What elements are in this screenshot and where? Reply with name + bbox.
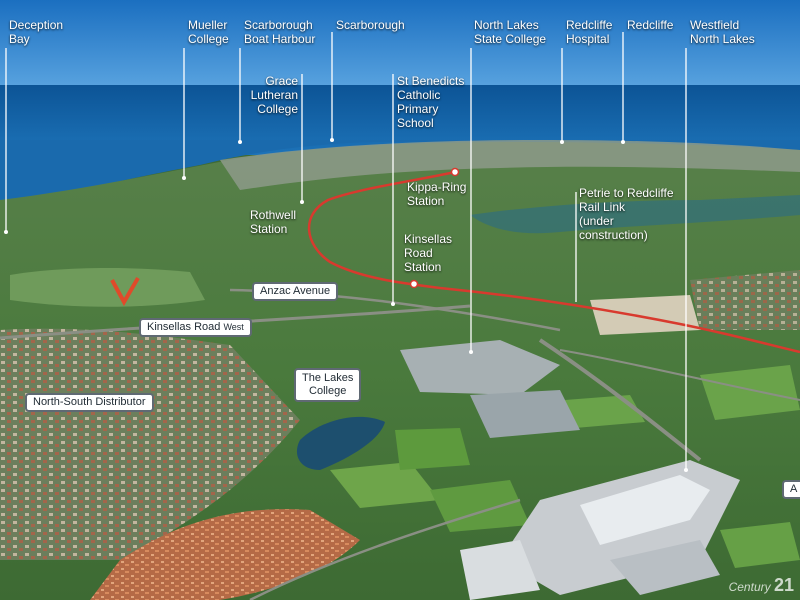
label-deception-bay: Deception Bay <box>9 18 64 46</box>
pill-kinsellas-road-west: Kinsellas Road West <box>139 318 252 337</box>
label-kinsellas-road-station: Kinsellas Road Station <box>404 232 453 274</box>
pill-north-south-distributor: North-South Distributor <box>25 393 154 412</box>
label-mueller-college: Mueller College <box>188 18 229 46</box>
label-kippa-ring-station: Kippa-Ring Station <box>407 180 467 208</box>
label-rothwell-station: Rothwell Station <box>250 208 297 236</box>
label-scarborough: Scarborough <box>336 18 405 32</box>
label-redcliffe-hospital: Redcliffe Hospital <box>566 18 613 46</box>
label-rail-link: Petrie to Redcliffe Rail Link (under con… <box>579 186 674 242</box>
label-north-lakes-state-college: North Lakes State College <box>474 18 547 46</box>
pill-anzac-avenue: Anzac Avenue <box>252 282 339 301</box>
pill-cut-off-label: A <box>782 480 800 499</box>
label-st-benedicts-school: St Benedicts Catholic Primary School <box>397 74 465 130</box>
label-westfield-north-lakes: Westfield North Lakes <box>690 18 755 46</box>
century21-watermark: Century 21 <box>728 575 794 595</box>
label-redcliffe: Redcliffe <box>627 18 674 32</box>
pill-the-lakes-college: The Lakes College <box>294 368 362 402</box>
label-scarborough-boat-harbour: Scarborough Boat Harbour <box>244 18 316 46</box>
label-grace-lutheran-college: Grace Lutheran College <box>250 74 298 116</box>
